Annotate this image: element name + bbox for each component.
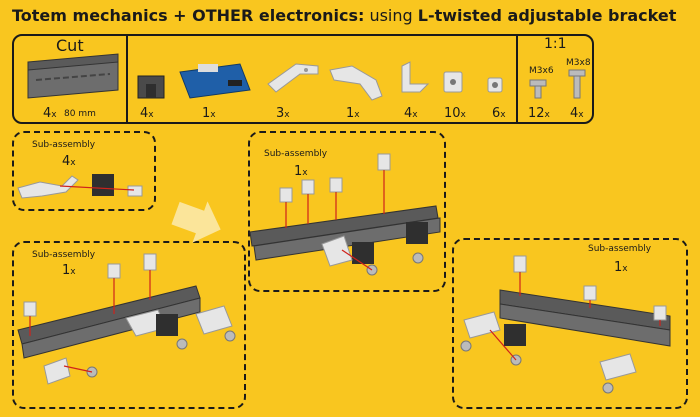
cut-label: Cut [56, 36, 84, 55]
subassembly-a-count: 4x [62, 154, 76, 169]
subassembly-c-box [12, 241, 246, 409]
plate-nut-count: 10x [444, 106, 466, 121]
l-bracket-count: 3x [276, 106, 290, 121]
beam-part-icon [27, 53, 119, 99]
l-bracket-part-icon [267, 63, 319, 93]
subassembly-d-label: Sub-assembly [588, 244, 652, 254]
direction-arrow [171, 201, 221, 243]
subassembly-b-box [248, 131, 446, 292]
subassembly-c-illustration [17, 253, 236, 385]
corner-part-icon [401, 61, 430, 93]
title-bold-1: Totem mechanics + OTHER electronics: [12, 6, 365, 25]
subassembly-b-count: 1x [294, 164, 308, 179]
small-nut-part-icon [487, 77, 503, 93]
page-title: Totem mechanics + OTHER electronics: usi… [12, 6, 676, 25]
subassembly-c-count: 1x [62, 263, 76, 278]
screw-m3x8-part-icon [568, 69, 586, 99]
scale-label: 1:1 [544, 36, 567, 52]
screw-m3x6-part-icon [529, 79, 547, 99]
connector-count: 4x [140, 106, 154, 121]
connector-part-icon [137, 75, 165, 99]
subassembly-d-illustration [460, 255, 671, 394]
title-bold-2: L-twisted adjustable bracket [417, 6, 677, 25]
screw-m3x8-label: M3x8 [566, 58, 591, 68]
twisted-bracket-part-icon [329, 65, 383, 101]
parts-list-box [12, 34, 594, 124]
corner-count: 4x [404, 106, 418, 121]
screw-m3x6-count: 12x [528, 106, 550, 121]
subassembly-d-count: 1x [614, 260, 628, 275]
subassembly-d-box [452, 238, 688, 409]
subassembly-c-label: Sub-assembly [32, 250, 96, 260]
subassembly-a-box [12, 131, 156, 211]
twisted-bracket-count: 1x [346, 106, 360, 121]
arduino-count: 1x [202, 106, 216, 121]
arduino-part-icon [179, 63, 251, 99]
subassembly-a-illustration [17, 174, 143, 199]
cut-divider [126, 34, 128, 124]
scale-divider [516, 34, 518, 124]
subassembly-a-label: Sub-assembly [32, 140, 96, 150]
screw-m3x8-count: 4x [570, 106, 584, 121]
subassembly-b-label: Sub-assembly [264, 149, 328, 159]
title-regular: using [364, 6, 418, 25]
beam-length: 80 mm [64, 109, 96, 119]
small-nut-count: 6x [492, 106, 506, 121]
subassembly-b-illustration [249, 153, 441, 276]
screw-m3x6-label: M3x6 [529, 66, 554, 76]
beam-count: 4x [43, 106, 57, 121]
plate-nut-part-icon [443, 71, 463, 93]
